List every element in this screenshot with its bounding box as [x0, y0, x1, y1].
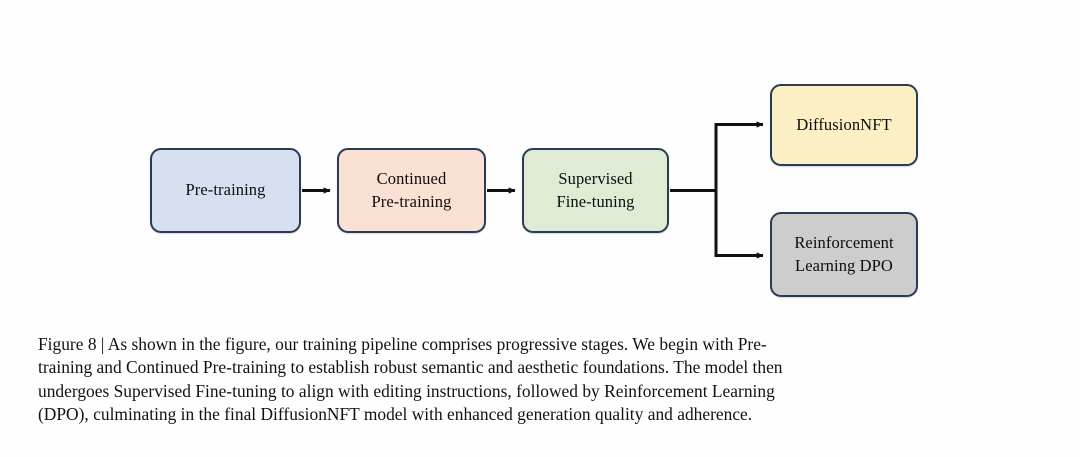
figure-caption: Figure 8 | As shown in the figure, our t… [38, 333, 1042, 426]
node-diffusion-nft: DiffusionNFT [770, 84, 918, 166]
node-diffusion-nft-label: DiffusionNFT [796, 114, 892, 134]
node-continued-pre-training-label: Continued Pre-training [371, 169, 452, 211]
node-pre-training: Pre-training [150, 148, 301, 233]
node-continued-pre-training: Continued Pre-training [337, 148, 486, 233]
caption-line-4: (DPO), culminating in the final Diffusio… [38, 403, 753, 424]
caption-line-1: Figure 8 | As shown in the figure, our t… [38, 334, 767, 354]
node-reinforcement-learning-dpo: Reinforcement Learning DPO [770, 212, 918, 297]
node-supervised-fine-tuning-label: Supervised Fine-tuning [556, 169, 635, 211]
caption-line-2: training and Continued Pre-training to e… [38, 357, 783, 378]
node-supervised-fine-tuning: Supervised Fine-tuning [522, 148, 669, 233]
caption-line-3: undergoes Supervised Fine-tuning to alig… [38, 380, 775, 401]
node-pre-training-label: Pre-training [185, 180, 266, 200]
pipeline-diagram: Pre-training Continued Pre-training Supe… [150, 84, 918, 297]
node-reinforcement-learning-dpo-label: Reinforcement Learning DPO [794, 233, 894, 275]
